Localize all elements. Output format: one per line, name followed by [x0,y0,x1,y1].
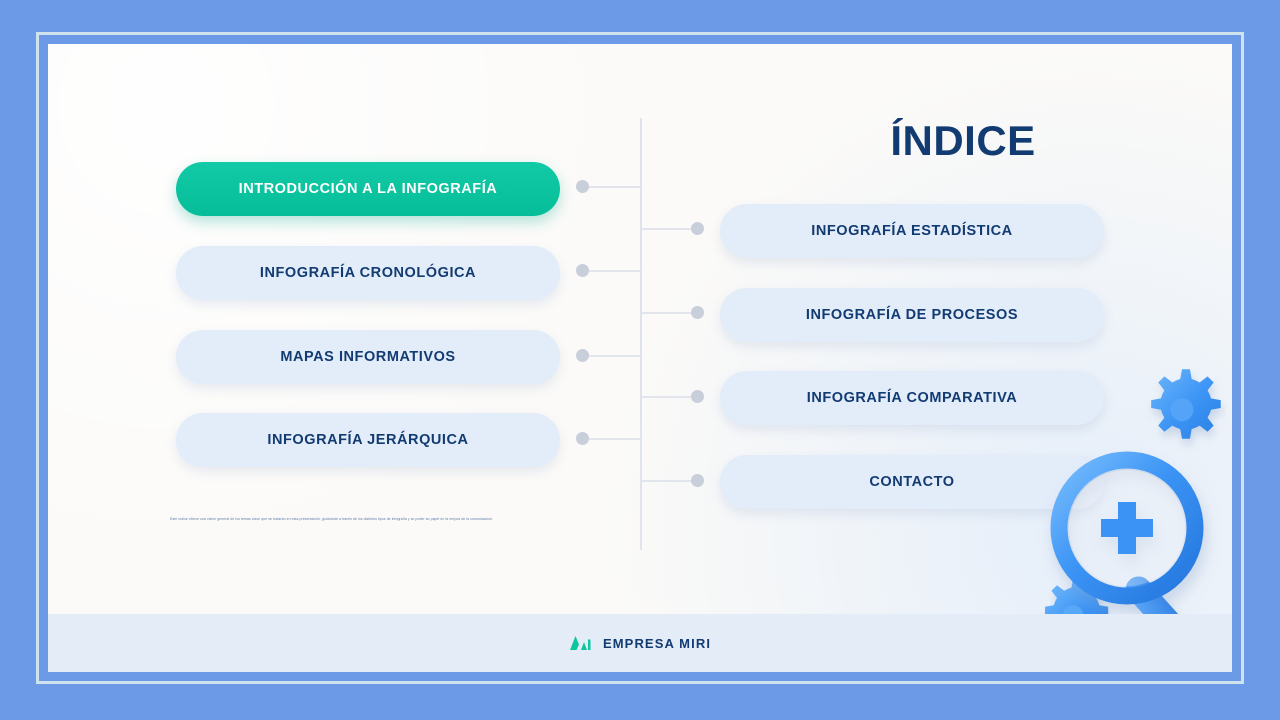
toc-item-label: INFOGRAFÍA JERÁRQUICA [267,432,469,448]
branch-left-4 [589,438,641,440]
branch-left-2 [589,270,641,272]
toc-item-contacto[interactable]: CONTACTO [720,455,1104,509]
toc-item-label: INFOGRAFÍA COMPARATIVA [806,390,1018,406]
slide-frame-outline [36,32,1244,684]
toc-item-introduccion-a-la-infografia[interactable]: INTRODUCCIÓN A LA INFOGRAFÍA [176,162,560,216]
branch-right-4 [641,480,697,482]
footer-brand-label: EMPRESA MIRI [602,635,712,651]
node-dot-right-1 [691,222,704,235]
branch-right-2 [641,312,697,314]
branch-left-1 [589,186,641,188]
page-title: ÍNDICE [890,117,1036,164]
node-dot-right-2 [691,306,704,319]
brand-m-logo-icon [569,636,591,650]
toc-item-label: INFOGRAFÍA DE PROCESOS [805,307,1019,323]
slide-caption: Este índice ofrece una visión general de… [170,517,494,521]
toc-item-infografia-jerarquica[interactable]: INFOGRAFÍA JERÁRQUICA [176,413,560,467]
gear-icon [1151,369,1221,439]
toc-item-infografia-estadistica[interactable]: INFOGRAFÍA ESTADÍSTICA [720,204,1104,258]
footer-bar: EMPRESA MIRI [48,614,1232,672]
toc-item-infografia-de-procesos[interactable]: INFOGRAFÍA DE PROCESOS [720,288,1104,342]
node-dot-left-1 [576,180,589,193]
timeline-spine [640,118,642,550]
toc-item-label: INFOGRAFÍA ESTADÍSTICA [811,223,1013,239]
node-dot-left-2 [576,264,589,277]
node-dot-left-4 [576,432,589,445]
toc-item-label: MAPAS INFORMATIVOS [280,349,456,365]
toc-item-mapas-informativos[interactable]: MAPAS INFORMATIVOS [176,330,560,384]
toc-item-label: CONTACTO [869,474,955,490]
toc-item-label: INTRODUCCIÓN A LA INFOGRAFÍA [238,181,498,197]
branch-right-3 [641,396,697,398]
branch-left-3 [589,355,641,357]
toc-item-infografia-comparativa[interactable]: INFOGRAFÍA COMPARATIVA [720,371,1104,425]
node-dot-left-3 [576,349,589,362]
toc-item-label: INFOGRAFÍA CRONOLÓGICA [259,265,477,281]
branch-right-1 [641,228,697,230]
node-dot-right-4 [691,474,704,487]
node-dot-right-3 [691,390,704,403]
slide-card: ÍNDICE INTRODUCCIÓN A LA INFOGRAFÍA INFO… [48,44,1232,672]
toc-item-infografia-cronologica[interactable]: INFOGRAFÍA CRONOLÓGICA [176,246,560,300]
